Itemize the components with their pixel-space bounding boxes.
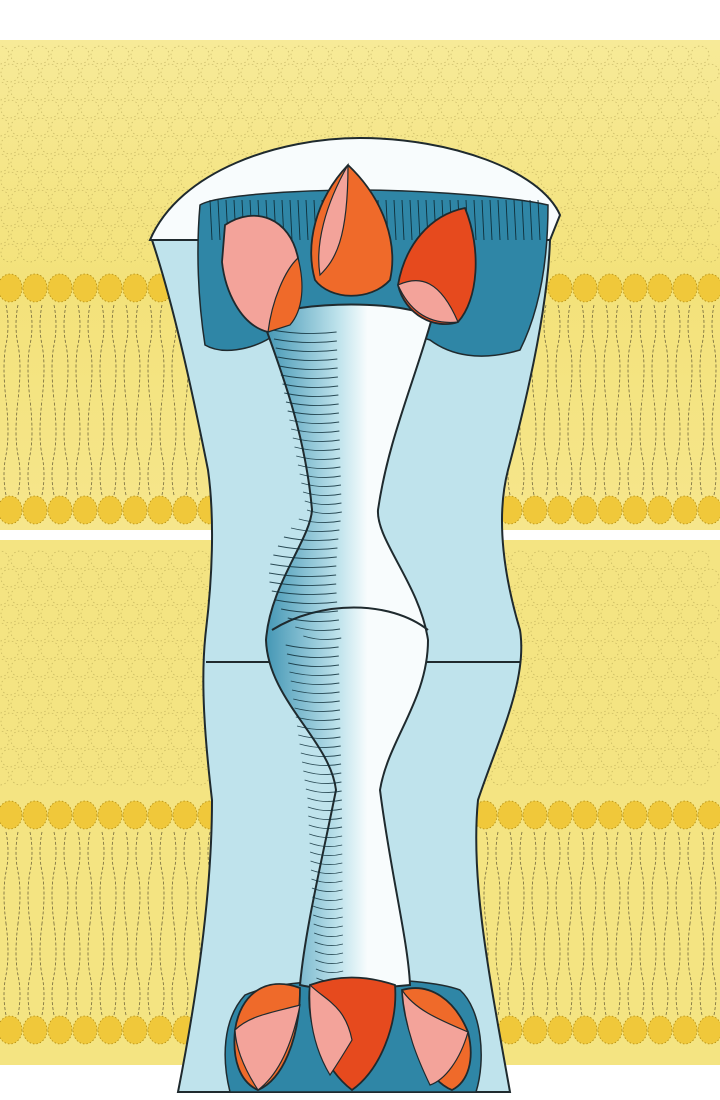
lower-petals [234, 978, 470, 1091]
